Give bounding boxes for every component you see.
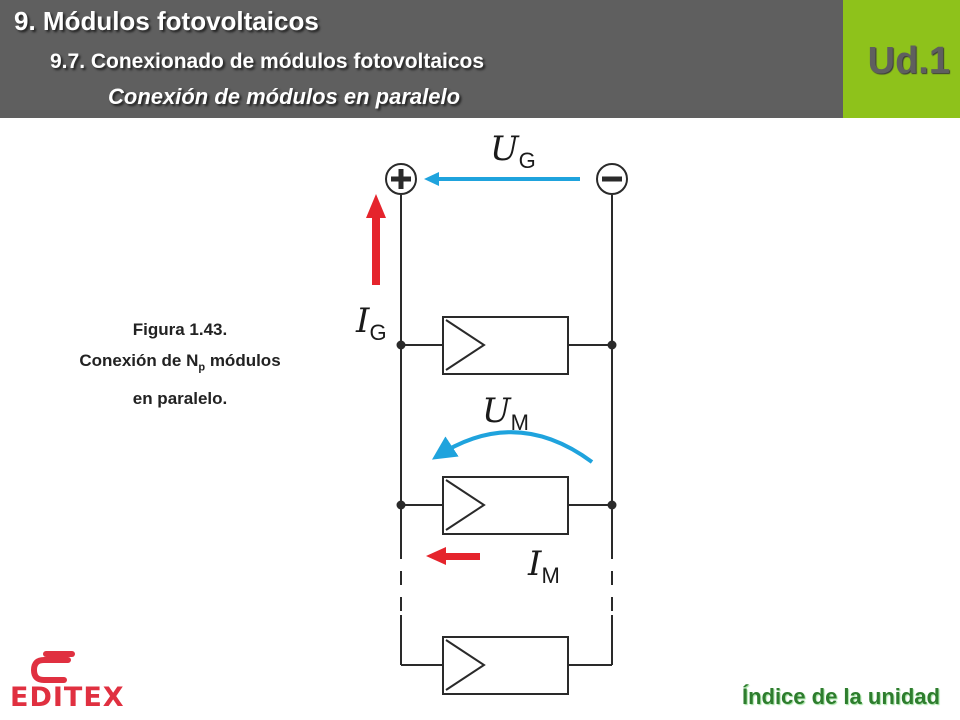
parallel-modules-diagram: UG IG UM IM xyxy=(355,129,628,695)
ig-current-arrow xyxy=(366,194,386,285)
caption-line-1: Figura 1.43. xyxy=(132,320,228,339)
negative-terminal-icon xyxy=(596,163,628,195)
um-label: UM xyxy=(482,391,529,435)
ig-label: IG xyxy=(355,301,387,345)
caption-line-2-pre: Conexión de N xyxy=(79,351,199,370)
unit-index-link[interactable]: Índice de la unidad xyxy=(741,684,940,709)
page-title: 9. Módulos fotovoltaicos xyxy=(14,6,319,36)
editex-logo-text: EDITEX xyxy=(10,682,125,713)
caption-line-2-post: módulos xyxy=(205,351,281,370)
ug-voltage-arrow xyxy=(424,172,580,186)
section-title: Conexión de módulos en paralelo xyxy=(108,84,461,109)
pv-module-1 xyxy=(396,316,617,375)
caption-line-3: en paralelo. xyxy=(132,389,228,409)
unit-badge: Ud.1 xyxy=(843,0,960,118)
ug-label: UG xyxy=(490,129,536,173)
pv-module-2 xyxy=(396,476,617,535)
im-label: IM xyxy=(527,544,560,588)
positive-terminal-icon xyxy=(385,163,417,195)
editex-logo-icon xyxy=(30,651,75,683)
figure-caption: Figura 1.43. Conexión de Np módulos en p… xyxy=(40,314,320,414)
um-voltage-arrow xyxy=(431,430,594,464)
caption-line-2: Conexión de Np módulos xyxy=(40,345,320,383)
page-subtitle: 9.7. Conexionado de módulos fotovoltaico… xyxy=(50,50,485,73)
unit-label: Ud.1 xyxy=(867,40,950,82)
pv-module-n xyxy=(401,636,612,695)
caption-line-2-sub: p xyxy=(198,361,206,374)
header-bar xyxy=(0,0,843,118)
im-current-arrow xyxy=(426,547,480,565)
